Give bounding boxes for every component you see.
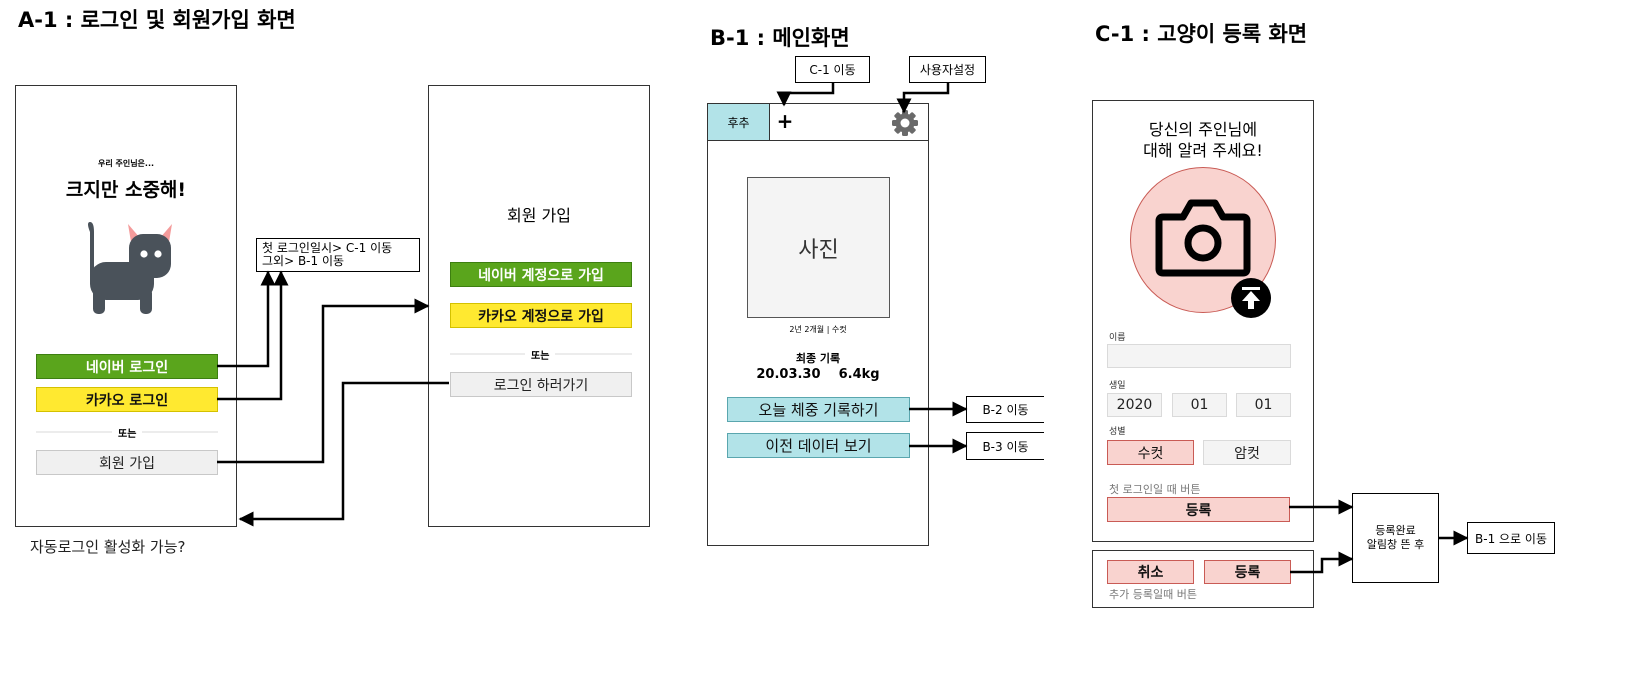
or-text-signup: 또는	[525, 347, 556, 362]
cat-icon	[82, 218, 174, 314]
register-heading-line2: 대해 알려 주세요!	[1143, 141, 1263, 160]
gender-label: 성별	[1109, 427, 1126, 437]
birth-day-field[interactable]: 01	[1236, 393, 1291, 417]
register-heading: 당신의 주인님에 대해 알려 주세요!	[1093, 119, 1313, 161]
upload-icon[interactable]	[1230, 277, 1272, 319]
register-button-additional[interactable]: 등록	[1204, 560, 1291, 584]
register-heading-line1: 당신의 주인님에	[1148, 120, 1258, 139]
note-b3-move: B-3 이동	[966, 432, 1044, 460]
cat-age-gender: 2년 2개월 | 수컷	[789, 325, 847, 334]
add-cat-button[interactable]: +	[776, 109, 794, 133]
first-login-note: 첫 로그인일 때 버튼	[1109, 483, 1201, 496]
tagline-small: 우리 주인님은...	[97, 159, 155, 168]
go-login-button[interactable]: 로그인 하러가기	[450, 372, 632, 397]
kakao-signup-button[interactable]: 카카오 계정으로 가입	[450, 303, 632, 328]
name-label: 이름	[1109, 333, 1126, 343]
tab-cat-name[interactable]: 후추	[708, 104, 770, 141]
additional-register-note: 추가 등록일때 버튼	[1109, 588, 1197, 601]
note-line-first-login: 첫 로그인일시> C-1 이동	[262, 241, 393, 255]
record-weight-button[interactable]: 오늘 체중 기록하기	[727, 397, 910, 422]
section-title-b1: B-1 : 메인화면	[710, 26, 850, 50]
male-button[interactable]: 수컷	[1107, 440, 1194, 465]
register-complete-line2: 알림창 뜬 후	[1366, 538, 1425, 551]
section-title-c1: C-1 : 고양이 등록 화면	[1095, 22, 1308, 46]
register-screen-frame: 당신의 주인님에 대해 알려 주세요! 이름 생일 2020 01 01 성별 …	[1092, 100, 1314, 542]
cancel-button[interactable]: 취소	[1107, 560, 1194, 584]
signup-screen-frame: 회원 가입 네이버 계정으로 가입 카카오 계정으로 가입 또는 로그인 하러가…	[428, 85, 650, 527]
additional-register-frame: 취소 등록 추가 등록일때 버튼	[1092, 550, 1314, 608]
note-line-else: 그외> B-1 이동	[262, 254, 345, 268]
birth-month-field[interactable]: 01	[1172, 393, 1227, 417]
note-c1-move: C-1 이동	[795, 56, 870, 83]
naver-signup-button[interactable]: 네이버 계정으로 가입	[450, 262, 632, 287]
register-complete-note: 등록완료 알림창 뜬 후	[1352, 493, 1439, 583]
cat-photo-placeholder: 사진	[747, 177, 890, 318]
name-input[interactable]	[1107, 344, 1291, 368]
camera-icon	[1155, 197, 1251, 279]
note-user-settings: 사용자설정	[909, 56, 986, 83]
login-routing-note: 첫 로그인일시> C-1 이동 그외> B-1 이동	[256, 238, 420, 272]
autologin-question: 자동로그인 활성화 가능?	[30, 538, 186, 556]
main-screen-frame: 후추 + 사진 2년 2개월 | 수컷 최종 기록 20.03.30 6.4kg…	[707, 103, 929, 546]
top-tab-bar	[708, 104, 928, 141]
register-button[interactable]: 등록	[1107, 497, 1290, 522]
signup-button[interactable]: 회원 가입	[36, 450, 218, 475]
view-previous-data-button[interactable]: 이전 데이터 보기	[727, 433, 910, 458]
last-record-value: 20.03.30 6.4kg	[756, 367, 880, 382]
birth-label: 생일	[1109, 381, 1126, 391]
or-text: 또는	[112, 425, 143, 440]
register-complete-line1: 등록완료	[1375, 524, 1416, 537]
female-button[interactable]: 암컷	[1203, 440, 1291, 465]
birth-year-field[interactable]: 2020	[1107, 393, 1162, 417]
last-record-label: 최종 기록	[795, 352, 841, 365]
gear-icon[interactable]	[891, 109, 919, 137]
login-screen-frame: 우리 주인님은... 크지만 소중해! 네이버 로그인 카카오 로그인 또는 회…	[15, 85, 237, 527]
naver-login-button[interactable]: 네이버 로그인	[36, 354, 218, 379]
tagline-big: 크지만 소중해!	[65, 179, 187, 201]
note-b2-move: B-2 이동	[966, 396, 1044, 423]
signup-title: 회원 가입	[507, 206, 571, 225]
section-title-a1: A-1 : 로그인 및 회원가입 화면	[18, 8, 296, 32]
